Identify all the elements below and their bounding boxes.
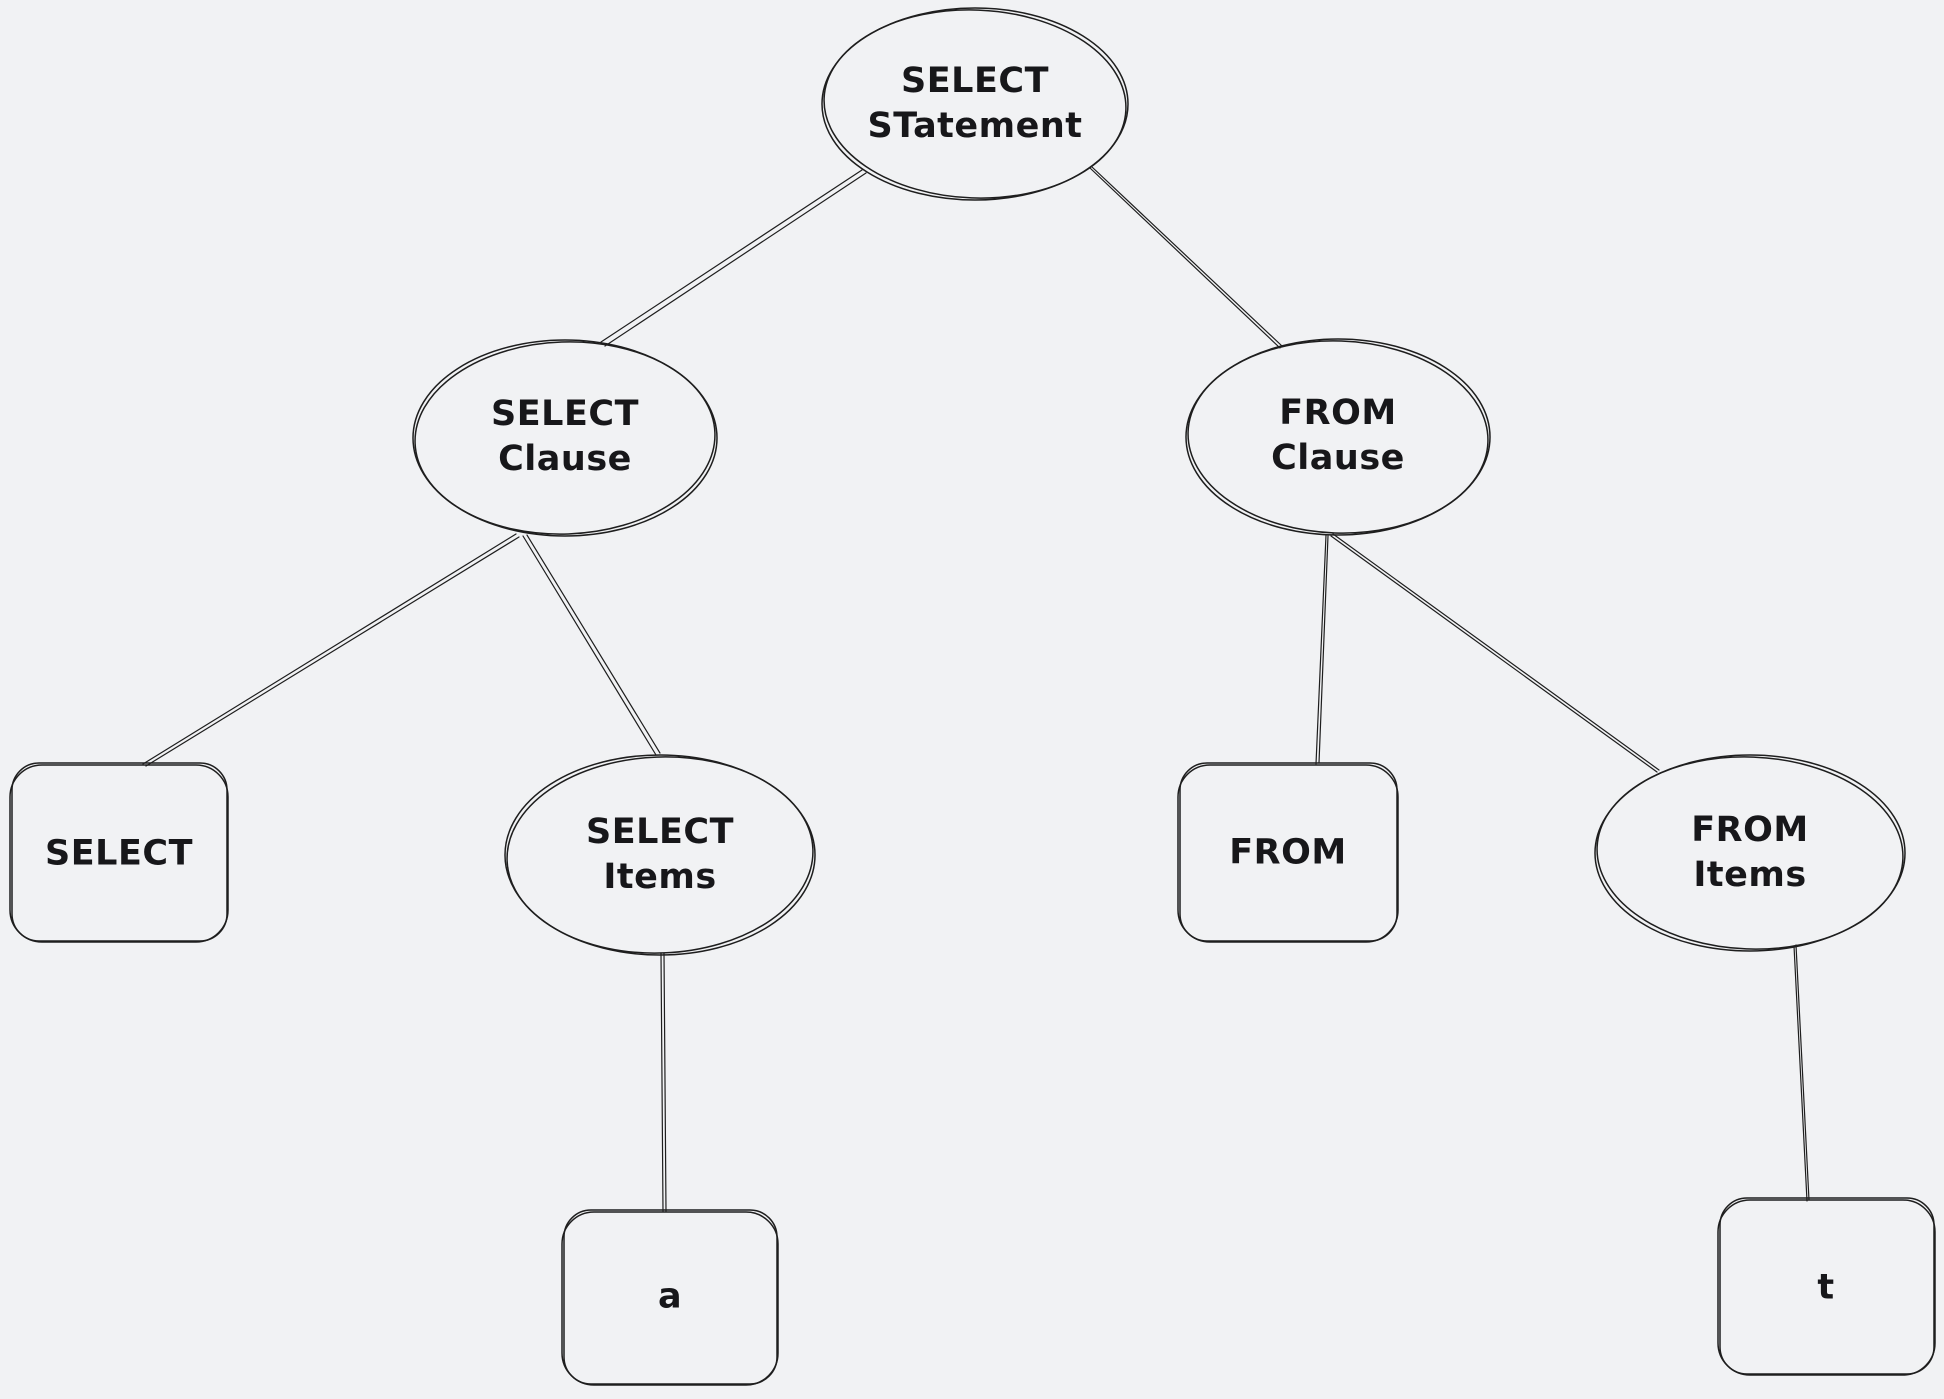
node-item-a-label: a — [657, 1276, 683, 1317]
node-item-t-shape — [1718, 1198, 1935, 1375]
edge-from-clause-to-from-keyword — [1316, 535, 1328, 764]
node-from-items-label: FROM Items — [1691, 810, 1809, 895]
edge-from-clause-to-from-items — [1331, 534, 1659, 772]
node-from-clause-shape — [1185, 336, 1492, 538]
node-select-statement-shape — [821, 4, 1130, 203]
node-item-t-label: t — [1817, 1267, 1835, 1308]
node-select-clause-label: SELECT Clause — [491, 394, 639, 479]
node-select-clause-shape — [412, 337, 719, 539]
node-select-items-label: SELECT Items — [586, 812, 734, 897]
node-select-keyword-shape — [10, 763, 228, 942]
node-from-items-shape — [1593, 751, 1906, 955]
node-from-keyword-shape — [1178, 763, 1398, 942]
node-select-keyword-label: SELECT — [45, 833, 193, 874]
node-from-clause-label: FROM Clause — [1271, 393, 1405, 478]
edge-select-clause-to-select-keyword — [143, 534, 519, 766]
edge-select-statement-to-from-clause — [1090, 167, 1282, 348]
node-item-a-shape — [562, 1210, 778, 1385]
edge-select-clause-to-select-items — [523, 535, 660, 755]
edge-from-items-to-item-t — [1794, 945, 1809, 1201]
edge-select-statement-to-select-clause — [601, 170, 866, 346]
edge-select-items-to-item-a — [661, 953, 666, 1211]
node-select-statement-label: SELECT STatement — [867, 61, 1083, 146]
node-select-items-shape — [503, 751, 816, 959]
node-from-keyword-label: FROM — [1229, 832, 1347, 873]
